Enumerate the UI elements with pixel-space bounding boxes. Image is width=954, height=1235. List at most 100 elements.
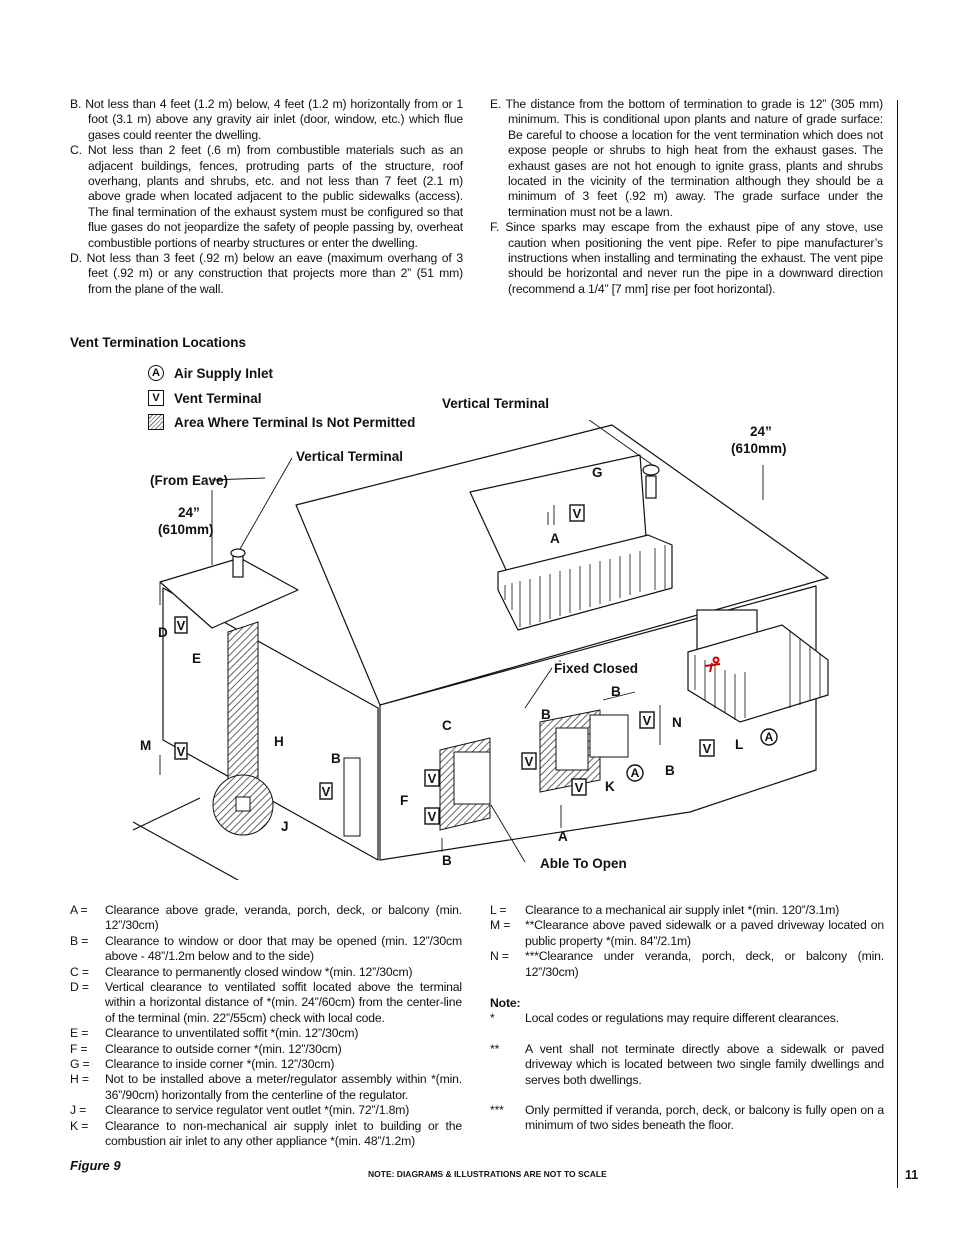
label-h: H	[274, 734, 284, 749]
rules-left-column: B. Not less than 4 feet (1.2 m) below, 4…	[70, 97, 463, 297]
svg-text:V: V	[525, 754, 534, 769]
vent-terminal-icon	[639, 711, 655, 729]
label-n: N	[672, 715, 682, 730]
air-supply-inlet-icon: A	[148, 365, 164, 381]
window-fixed	[589, 714, 629, 758]
ground-line	[132, 821, 239, 880]
vent-terminal-icon	[521, 752, 537, 770]
definition-row: K =Clearance to non-mechanical air suppl…	[70, 1118, 462, 1149]
ground-line	[132, 797, 201, 831]
definition-row: E =Clearance to unventilated soffit *(mi…	[70, 1026, 359, 1041]
vent-terminal-icon	[424, 769, 440, 787]
label-g: G	[592, 465, 603, 480]
scale-note: NOTE: DIAGRAMS & ILLUSTRATIONS ARE NOT T…	[368, 1169, 607, 1179]
definition-row: M =**Clearance above paved sidewalk or a…	[490, 918, 884, 948]
svg-text:V: V	[575, 780, 584, 795]
definition-row: H =Not to be installed above a meter/reg…	[70, 1072, 462, 1102]
rule-c: C. Not less than 2 feet (.6 m) from comb…	[70, 143, 463, 250]
vent-terminal-icon: V	[148, 390, 164, 406]
vent-terminal-icon	[319, 782, 333, 800]
vent-terminal-icon	[174, 616, 188, 634]
label-d: D	[158, 625, 168, 640]
svg-text:V: V	[573, 506, 582, 521]
window-b	[555, 727, 589, 771]
person-figure	[704, 656, 721, 673]
label-a-top: A	[550, 531, 560, 546]
definition-row: A =Clearance above grade, veranda, porch…	[70, 903, 462, 933]
section-heading: Vent Termination Locations	[70, 335, 247, 350]
legend-label: Area Where Terminal Is Not Permitted	[174, 414, 416, 430]
svg-text:V: V	[643, 713, 652, 728]
label-c: C	[442, 718, 452, 733]
vent-termination-diagram: V V V V V V V V V V A A	[132, 420, 829, 880]
label-b-top: B	[611, 684, 621, 699]
note-row: ***Only permitted if veranda, porch, dec…	[490, 1103, 884, 1133]
label-b-window: B	[541, 707, 551, 722]
vent-terminal-icon	[699, 739, 715, 757]
legend-item-vent-terminal: V Vent Terminal	[148, 390, 262, 406]
label-e: E	[192, 651, 202, 666]
definition-row: D =Vertical clearance to ventilated soff…	[70, 980, 462, 1025]
window-c	[453, 751, 491, 805]
vertical-terminal-top-label: Vertical Terminal	[442, 396, 550, 411]
page-number: 11	[905, 1168, 919, 1182]
svg-text:V: V	[703, 741, 712, 756]
dim-24-left: 24”	[178, 505, 200, 520]
vent-terminal-icon	[569, 504, 585, 522]
svg-text:V: V	[322, 784, 331, 799]
label-b-bottom: B	[442, 853, 452, 868]
svg-text:V: V	[177, 618, 186, 633]
air-supply-inlet-icon	[626, 764, 644, 782]
svg-text:V: V	[177, 744, 186, 759]
vertical-terminal-left	[232, 554, 244, 578]
legend-label: Vent Terminal	[174, 390, 262, 406]
vent-terminal-icon	[424, 807, 440, 825]
left-soffit	[159, 557, 299, 629]
rule-d: D. Not less than 3 feet (.92 m) below an…	[70, 251, 463, 296]
right-margin-rule	[897, 100, 899, 1188]
dim-24-right: 24”	[750, 424, 772, 439]
fixed-closed-label: Fixed Closed	[554, 661, 639, 676]
label-m: M	[140, 738, 152, 753]
note-title: Note:	[490, 996, 521, 1011]
svg-text:V: V	[428, 809, 437, 824]
definition-row: G =Clearance to inside corner *(min. 12”…	[70, 1057, 335, 1072]
label-a-bottom: A	[558, 829, 568, 844]
definition-row: B =Clearance to window or door that may …	[70, 933, 462, 964]
definition-row: N =***Clearance under veranda, porch, de…	[490, 949, 884, 979]
dim-610-right: (610mm)	[731, 441, 787, 456]
definitions-right: L =Clearance to a mechanical air supply …	[490, 903, 884, 1134]
label-l: L	[735, 737, 744, 752]
vent-terminal-icon	[174, 742, 188, 760]
roof-balcony	[497, 534, 673, 631]
legend-label: Air Supply Inlet	[174, 365, 274, 381]
rule-e: E. The distance from the bottom of termi…	[490, 97, 883, 219]
hatched-meter-column	[227, 621, 259, 801]
air-supply-inlet-icon	[760, 728, 778, 746]
rule-b: B. Not less than 4 feet (1.2 m) below, 4…	[70, 97, 463, 142]
from-eave-label: (From Eave)	[150, 473, 229, 488]
dim-610-left: (610mm)	[158, 522, 214, 537]
vertical-terminal-right	[645, 475, 657, 499]
side-door	[343, 757, 361, 837]
label-b-door: B	[331, 751, 341, 766]
label-j: J	[281, 819, 289, 834]
label-f: F	[400, 793, 409, 808]
note-row: *Local codes or regulations may require …	[490, 1011, 839, 1026]
label-b-right: B	[665, 763, 675, 778]
definition-row: J =Clearance to service regulator vent o…	[70, 1103, 410, 1118]
rules-right-column: E. The distance from the bottom of termi…	[490, 97, 883, 297]
label-k: K	[605, 779, 615, 794]
able-to-open-label: Able To Open	[540, 856, 627, 871]
vent-terminal-icon	[571, 778, 587, 796]
legend-item-air-supply: A Air Supply Inlet	[148, 365, 273, 381]
figure-label: Figure 9	[70, 1158, 121, 1173]
definitions-left: A =Clearance above grade, veranda, porch…	[70, 903, 462, 1150]
side-balcony	[687, 624, 829, 723]
definition-row: C =Clearance to permanently closed windo…	[70, 964, 413, 979]
meter-icon	[235, 796, 251, 812]
definition-row: L =Clearance to a mechanical air supply …	[490, 903, 840, 917]
svg-text:V: V	[428, 771, 437, 786]
svg-text:A: A	[765, 730, 774, 744]
rule-f: F. Since sparks may escape from the exha…	[490, 220, 883, 296]
